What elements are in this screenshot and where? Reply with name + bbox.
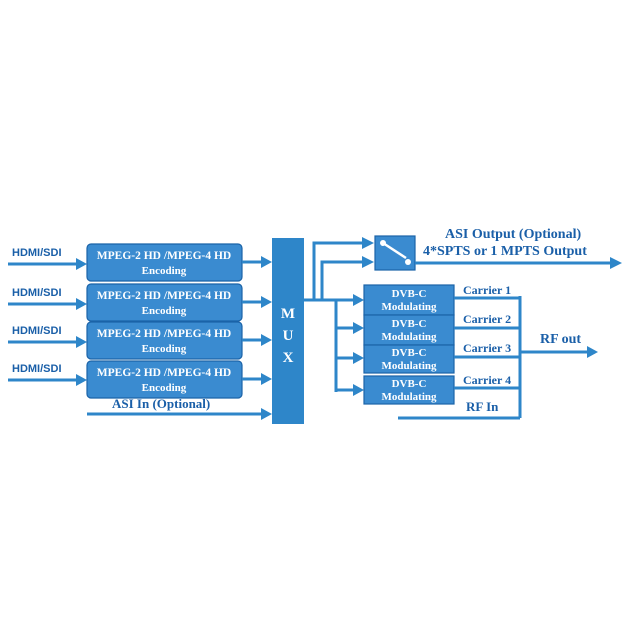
mux-letter-x: X: [283, 350, 294, 366]
modulator-label-1: DVB-C: [392, 288, 427, 300]
asi-in-arrow: [261, 408, 272, 420]
rf-out-arrow: [587, 346, 598, 358]
asi-output-sublabel: 4*SPTS or 1 MPTS Output: [423, 244, 587, 259]
carrier-group: Carrier 1 Carrier 2 Carrier 3 Carrier 4: [454, 283, 522, 418]
modulator-sublabel-2: Modulating: [381, 331, 437, 343]
modulator-box-1: [363, 284, 455, 316]
input-label-4: HDMI/SDI: [12, 363, 62, 375]
modulator-sublabel-1: Modulating: [381, 301, 437, 313]
mux-letter-u: U: [283, 328, 294, 344]
modulator-sublabel-4: Modulating: [381, 391, 437, 403]
modulator-box-2: [363, 314, 455, 346]
input-arrow-3: [76, 336, 87, 348]
mux-to-modulator-lines: [304, 294, 364, 396]
asi-output-group: ASI Output (Optional) 4*SPTS or 1 MPTS O…: [415, 227, 622, 269]
modulator-label-3: DVB-C: [392, 347, 427, 359]
carrier-label-2: Carrier 2: [463, 312, 511, 326]
rf-in-group: RF In: [398, 399, 520, 420]
modulator-group: DVB-C Modulating DVB-C Modulating DVB-C …: [363, 284, 455, 405]
encoder-label-3: MPEG-2 HD /MPEG-4 HD: [97, 328, 231, 340]
switch-icon: [374, 235, 416, 271]
encoder-to-mux-arrows: [242, 256, 272, 385]
input-label-3: HDMI/SDI: [12, 325, 62, 337]
modulator-box-3: [363, 344, 455, 374]
input-label-2: HDMI/SDI: [12, 287, 62, 299]
modulator-box-4: [363, 375, 455, 405]
asi-output-arrow: [610, 257, 622, 269]
modulator-sublabel-3: Modulating: [381, 360, 437, 372]
mux-letter-m: M: [281, 306, 295, 322]
encoder-sublabel-3: Encoding: [142, 343, 187, 355]
carrier-label-4: Carrier 4: [463, 373, 511, 387]
input-arrow-1: [76, 258, 87, 270]
encoder-label-1: MPEG-2 HD /MPEG-4 HD: [97, 250, 231, 262]
modulator-label-4: DVB-C: [392, 378, 427, 390]
mux-block: M U X: [272, 238, 304, 424]
encoder-sublabel-1: Encoding: [142, 265, 187, 277]
carrier-label-1: Carrier 1: [463, 283, 511, 297]
encoder-label-2: MPEG-2 HD /MPEG-4 HD: [97, 290, 231, 302]
input-arrow-4: [76, 374, 87, 386]
asi-in-label: ASI In (Optional): [112, 396, 210, 411]
rf-out-label: RF out: [540, 332, 581, 347]
asi-output-label: ASI Output (Optional): [445, 227, 581, 242]
encoder-sublabel-2: Encoding: [142, 305, 187, 317]
input-group: HDMI/SDI HDMI/SDI HDMI/SDI HDMI/SDI: [8, 247, 87, 386]
asi-in-group: ASI In (Optional): [87, 396, 272, 420]
modulator-label-2: DVB-C: [392, 318, 427, 330]
encoder-group: MPEG-2 HD /MPEG-4 HD Encoding MPEG-2 HD …: [86, 243, 243, 399]
input-label-1: HDMI/SDI: [12, 247, 62, 259]
rf-out-group: RF out: [520, 332, 598, 358]
input-arrow-2: [76, 298, 87, 310]
carrier-label-3: Carrier 3: [463, 341, 511, 355]
encoder-label-4: MPEG-2 HD /MPEG-4 HD: [97, 367, 231, 379]
mux-box: [272, 238, 304, 424]
rf-in-label: RF In: [466, 399, 499, 414]
encoder-sublabel-4: Encoding: [142, 382, 187, 394]
